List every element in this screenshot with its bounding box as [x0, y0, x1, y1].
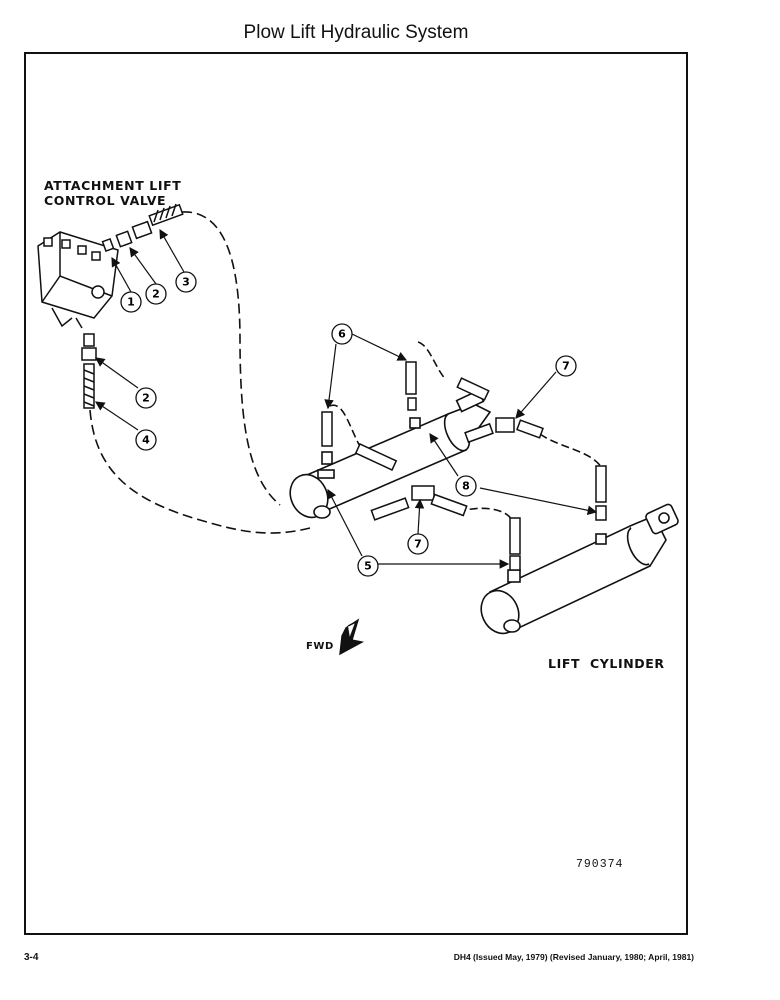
- control-valve-label-line1: ATTACHMENT LIFT: [44, 178, 182, 193]
- callout-5: 5: [357, 555, 379, 577]
- leader-lines: [95, 228, 598, 569]
- svg-text:4: 4: [142, 434, 150, 447]
- callout-1: 1: [120, 291, 142, 313]
- svg-text:7: 7: [414, 538, 422, 551]
- svg-text:2: 2: [142, 392, 150, 405]
- svg-text:8: 8: [462, 480, 470, 493]
- fwd-arrow-icon: [339, 618, 365, 656]
- fittings: [321, 361, 607, 571]
- svg-text:7: 7: [562, 360, 570, 373]
- hose-3: [148, 203, 184, 227]
- callout-3: 3: [175, 271, 197, 293]
- callout-7-upper: 7: [555, 355, 577, 377]
- hose-4: [81, 333, 97, 409]
- footer-note: DH4 (Issued May, 1979) (Revised January,…: [453, 952, 694, 962]
- callout-7-lower: 7: [407, 533, 429, 555]
- hose-lines: [89, 211, 603, 534]
- svg-text:2: 2: [152, 288, 160, 301]
- svg-text:6: 6: [338, 328, 346, 341]
- figure-number: 790374: [576, 858, 624, 871]
- lift-cylinder-label: LIFT CYLINDER: [548, 656, 665, 671]
- fwd-label: FWD: [306, 641, 334, 652]
- cylinder-lower: [480, 503, 679, 635]
- svg-text:3: 3: [182, 276, 190, 289]
- svg-text:5: 5: [364, 560, 372, 573]
- callout-8: 8: [455, 475, 477, 497]
- callout-4: 4: [135, 429, 157, 451]
- svg-text:1: 1: [127, 296, 135, 309]
- page-number: 3-4: [24, 952, 39, 963]
- control-valve-label-line2: CONTROL VALVE: [44, 193, 167, 208]
- callout-2-lower: 2: [135, 387, 157, 409]
- valve-fittings: [101, 220, 153, 253]
- control-valve: [37, 231, 119, 329]
- page-title: Plow Lift Hydraulic System: [243, 22, 469, 43]
- callout-6: 6: [331, 323, 353, 345]
- callout-2-upper: 2: [145, 283, 167, 305]
- diagram-frame: [24, 52, 688, 935]
